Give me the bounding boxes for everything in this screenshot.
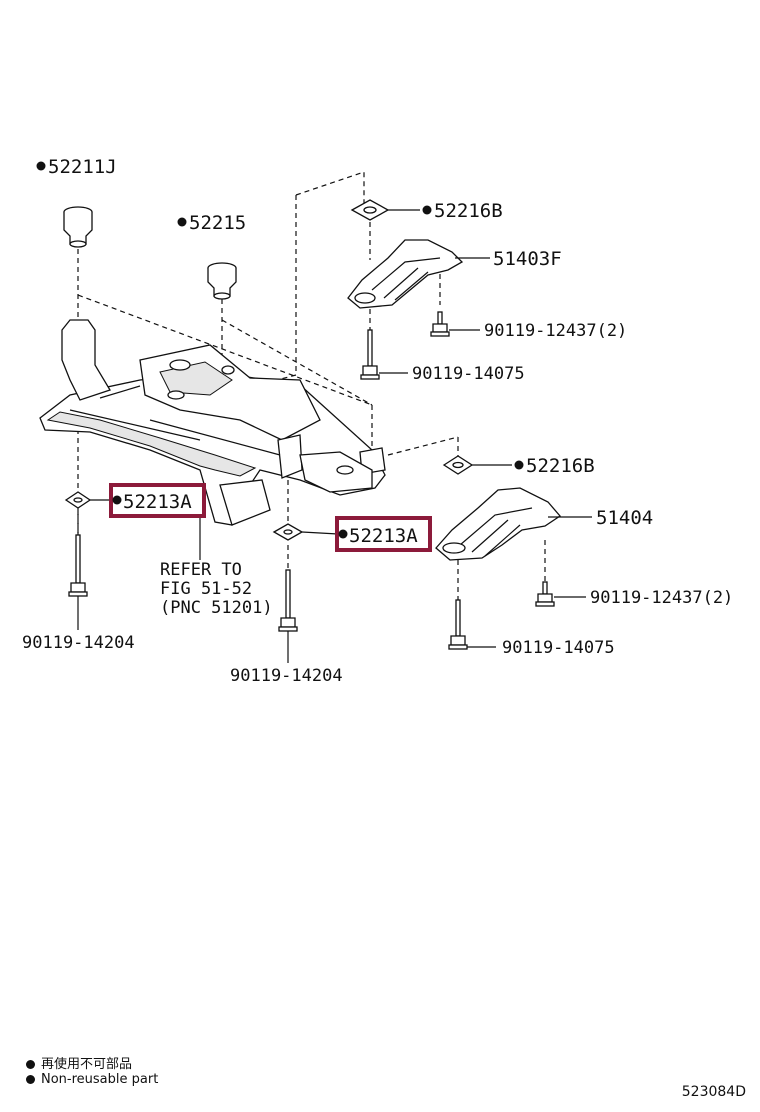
label-90119-14204-center: 90119-14204 xyxy=(230,666,343,686)
stopper-52216B-top xyxy=(350,199,390,221)
legend-japanese: 再使用不可部品 xyxy=(26,1053,132,1072)
label-90119-14204-left: 90119-14204 xyxy=(22,633,135,653)
non-reusable-mark-52216B-right xyxy=(514,460,524,470)
highlight-box-52213A-left xyxy=(109,483,206,518)
bolt-90119-14075-right xyxy=(448,599,468,650)
non-reusable-mark-52215 xyxy=(177,217,187,227)
bolt-90119-12437-top xyxy=(430,311,450,337)
brace-51404 xyxy=(435,487,561,561)
legend-text-english: Non-reusable part xyxy=(41,1072,159,1087)
figure-id: 523084D xyxy=(681,1084,746,1100)
bushing-52211J xyxy=(63,206,93,248)
bushing-52215 xyxy=(207,262,237,300)
dashed-guides xyxy=(77,171,546,600)
stopper-52213A-right xyxy=(272,523,304,541)
highlight-box-52213A-right xyxy=(335,516,432,552)
legend-text-japanese: 再使用不可部品 xyxy=(41,1057,133,1072)
bolt-90119-14204-center xyxy=(278,569,298,632)
label-90119-14075-right: 90119-14075 xyxy=(502,638,615,658)
brace-51403F xyxy=(347,239,464,309)
label-51403F: 51403F xyxy=(493,248,562,270)
non-reusable-mark-52213A-right xyxy=(338,529,348,539)
label-52216B-right: 52216B xyxy=(526,455,595,477)
non-reusable-mark-52216B-top xyxy=(422,205,432,215)
legend-bullet-icon xyxy=(26,1075,35,1084)
label-52213A-right: 52213A xyxy=(349,525,418,547)
stopper-52213A-left xyxy=(64,491,92,509)
non-reusable-mark-52213A-left xyxy=(112,495,122,505)
label-90119-12437-top: 90119-12437(2) xyxy=(484,321,627,341)
label-90119-14075-top: 90119-14075 xyxy=(412,364,525,384)
bolt-90119-14075-top xyxy=(360,329,380,380)
refer-note-line3: (PNC 51201) xyxy=(160,598,273,618)
label-52213A-left: 52213A xyxy=(123,491,192,513)
refer-note-line2: FIG 51-52 xyxy=(160,579,252,599)
legend-english: Non-reusable part xyxy=(26,1072,158,1087)
stopper-52216B-right xyxy=(442,455,474,475)
leader-lines xyxy=(77,209,592,663)
refer-note-line1: REFER TO xyxy=(160,560,242,580)
label-52216B-top: 52216B xyxy=(434,200,503,222)
front-suspension-crossmember xyxy=(39,319,386,526)
bolt-90119-12437-right xyxy=(535,581,555,607)
legend-bullet-icon xyxy=(26,1060,35,1069)
label-90119-12437-right: 90119-12437(2) xyxy=(590,588,733,608)
label-52215: 52215 xyxy=(189,212,246,234)
label-52211J: 52211J xyxy=(48,156,117,178)
label-51404: 51404 xyxy=(596,507,653,529)
non-reusable-mark-52211J xyxy=(36,161,46,171)
bolt-90119-14204-left xyxy=(68,534,88,597)
